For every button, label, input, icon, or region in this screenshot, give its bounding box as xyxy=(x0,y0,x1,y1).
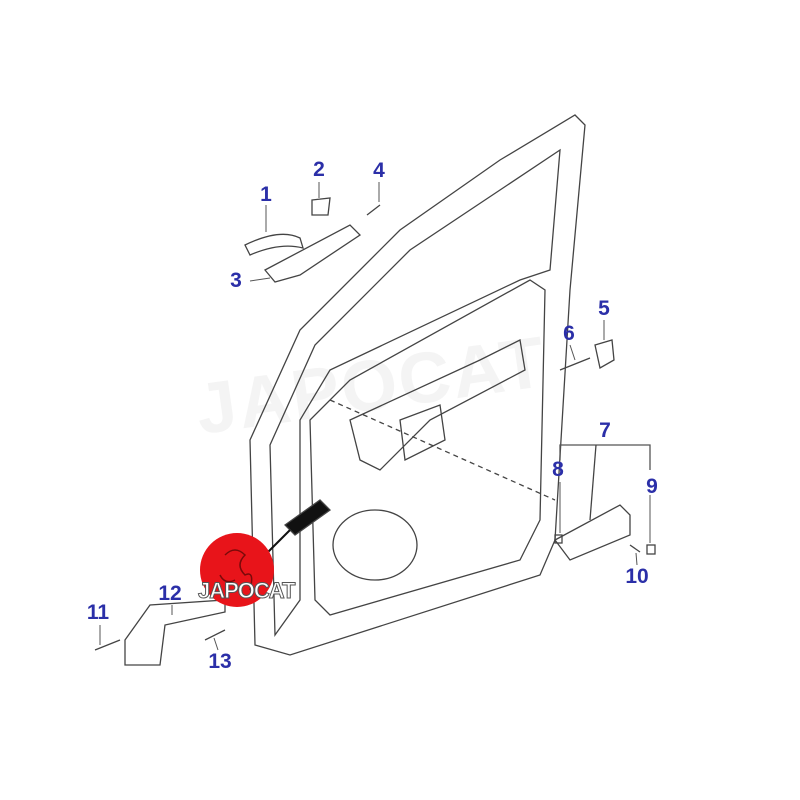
callout-6: 6 xyxy=(563,322,575,345)
outer-handle xyxy=(244,233,304,256)
callout-10: 10 xyxy=(625,565,649,588)
callout-4: 4 xyxy=(373,159,385,182)
callout-9: 9 xyxy=(646,475,658,498)
callout-2: 2 xyxy=(313,158,325,181)
hinge-part xyxy=(594,339,615,370)
inner-handle xyxy=(554,504,631,561)
callout-11: 11 xyxy=(86,601,110,624)
door-check xyxy=(124,599,226,666)
callout-7: 7 xyxy=(599,419,611,442)
door-trim-panel xyxy=(309,279,546,616)
door-outer-frame xyxy=(249,114,586,656)
inner-handle-recess xyxy=(399,404,446,461)
callout-1: 1 xyxy=(260,183,272,206)
armrest xyxy=(349,339,526,471)
callout-13: 13 xyxy=(208,650,232,673)
logo-red-circle xyxy=(200,533,274,607)
callout-5: 5 xyxy=(598,297,610,320)
handle-bracket xyxy=(263,224,362,283)
door-inner-frame xyxy=(269,148,561,637)
callout-12: 12 xyxy=(158,582,182,605)
handle-cover xyxy=(311,197,331,216)
callout-3: 3 xyxy=(230,269,242,292)
speaker xyxy=(332,509,418,581)
logo-text: JAPOCAT xyxy=(198,578,296,604)
callout-8: 8 xyxy=(552,458,564,481)
